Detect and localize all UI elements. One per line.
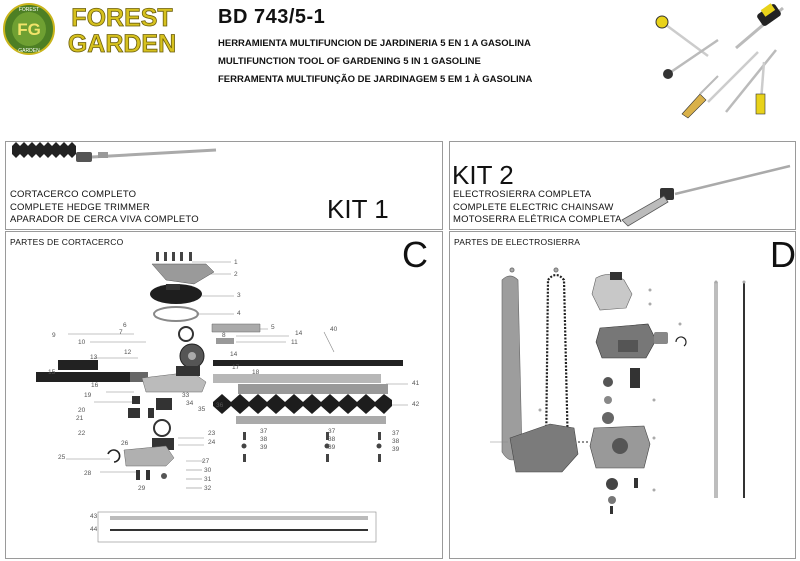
part-label: 22 bbox=[78, 430, 86, 437]
parts-c-title: PARTES DE CORTACERCO bbox=[10, 237, 124, 247]
part-label: 41 bbox=[412, 380, 420, 387]
part-label: 34 bbox=[186, 400, 194, 407]
product-attachments-image bbox=[648, 2, 798, 120]
part-label: 44 bbox=[90, 526, 98, 533]
logo-word-garden: GARDEN bbox=[68, 30, 176, 56]
part-label: 38 bbox=[260, 436, 268, 443]
parts-d-title: PARTES DE ELECTROSIERRA bbox=[454, 237, 581, 247]
part-label: 6 bbox=[123, 322, 127, 329]
part-label: 37 bbox=[392, 430, 400, 437]
parts-d-panel: PARTES DE ELECTROSIERRA D bbox=[449, 231, 796, 559]
title-es: HERRAMIENTA MULTIFUNCION DE JARDINERIA 5… bbox=[218, 38, 531, 49]
brand-logo: FG FOREST GARDEN FOREST GARDEN bbox=[2, 2, 198, 58]
kit2-label: KIT 2 bbox=[452, 160, 514, 190]
kit1-label: KIT 1 bbox=[327, 194, 389, 224]
kit2-name-es: ELECTROSIERRA COMPLETA bbox=[453, 189, 592, 200]
chainsaw-image bbox=[621, 164, 791, 227]
part-label: 32 bbox=[204, 485, 212, 492]
title-en: MULTIFUNCTION TOOL OF GARDENING 5 IN 1 G… bbox=[218, 56, 481, 67]
part-label: 33 bbox=[182, 392, 190, 399]
part-label: 17 bbox=[232, 364, 240, 371]
part-label: 20 bbox=[78, 407, 86, 414]
part-label: 18 bbox=[252, 369, 260, 376]
part-label: 13 bbox=[90, 354, 98, 361]
parts-c-number-labels: 1 2 3 4 5 6 7 8 9 10 11 12 13 14 14 15 1… bbox=[6, 232, 442, 558]
part-label: 15 bbox=[48, 369, 56, 376]
logo-ring-top: FOREST bbox=[19, 7, 39, 13]
kit1-name-es: CORTACERCO COMPLETO bbox=[10, 189, 137, 200]
title-pt: FERRAMENTA MULTIFUNÇÃO DE JARDINAGEM 5 E… bbox=[218, 74, 533, 85]
part-label: 31 bbox=[204, 476, 212, 483]
parts-c-letter: C bbox=[402, 234, 428, 275]
part-label: 21 bbox=[76, 415, 84, 422]
hedge-trimmer-image bbox=[12, 142, 217, 162]
part-label: 38 bbox=[392, 438, 400, 445]
part-label: 39 bbox=[260, 444, 268, 451]
part-label: 8 bbox=[222, 332, 226, 339]
part-label: 16 bbox=[91, 382, 99, 389]
part-label: 39 bbox=[328, 444, 336, 451]
kit2-name-en: COMPLETE ELECTRIC CHAINSAW bbox=[453, 201, 614, 213]
part-label: 14 bbox=[230, 351, 238, 358]
part-label: 10 bbox=[78, 339, 86, 346]
model-number: BD 743/5-1 bbox=[218, 6, 326, 28]
part-label: 25 bbox=[58, 454, 66, 461]
part-label: 11 bbox=[291, 339, 298, 346]
kit2-name-pt: MOTOSERRA ELÉTRICA COMPLETA bbox=[453, 214, 622, 225]
logo-ring-bottom: GARDEN bbox=[18, 48, 40, 54]
kit1-name-en: COMPLETE HEDGE TRIMMER bbox=[10, 201, 150, 213]
part-label: 14 bbox=[295, 330, 303, 337]
part-label: 30 bbox=[204, 467, 212, 474]
part-label: 4 bbox=[237, 310, 241, 317]
parts-c-panel: PARTES DE CORTACERCO C bbox=[5, 231, 443, 559]
part-label: 42 bbox=[412, 401, 420, 408]
hedge-trimmer-exploded-diagram bbox=[36, 252, 408, 543]
part-label: 23 bbox=[208, 430, 216, 437]
part-label: 26 bbox=[121, 440, 129, 447]
logo-word-forest: FOREST bbox=[71, 4, 172, 32]
part-label: 29 bbox=[138, 485, 146, 492]
part-label: 1 bbox=[234, 259, 238, 266]
part-label: 39 bbox=[392, 446, 400, 453]
kit1-name-pt: APARADOR DE CERCA VIVA COMPLETO bbox=[10, 214, 199, 225]
part-label: 24 bbox=[208, 439, 216, 446]
part-label: 7 bbox=[119, 329, 123, 336]
part-label: 12 bbox=[124, 349, 132, 356]
part-label: 5 bbox=[271, 324, 275, 331]
part-label: 40 bbox=[330, 326, 338, 333]
part-label: 37 bbox=[328, 428, 336, 435]
part-label: 36 bbox=[216, 402, 224, 409]
part-label: 28 bbox=[84, 470, 92, 477]
part-label: 3 bbox=[237, 292, 241, 299]
part-label: 38 bbox=[328, 436, 336, 443]
parts-d-letter: D bbox=[770, 234, 796, 275]
part-label: 2 bbox=[234, 271, 238, 278]
part-label: 9 bbox=[52, 332, 56, 339]
chainsaw-exploded-diagram bbox=[490, 267, 746, 514]
kit1-panel: CORTACERCO COMPLETO COMPLETE HEDGE TRIMM… bbox=[5, 141, 443, 230]
part-label: 37 bbox=[260, 428, 268, 435]
logo-monogram: FG bbox=[17, 20, 41, 39]
part-label: 35 bbox=[198, 406, 206, 413]
part-label: 43 bbox=[90, 513, 98, 520]
kit2-panel: KIT 2 ELECTROSIERRA COMPLETA COMPLETE EL… bbox=[449, 141, 796, 230]
part-label: 19 bbox=[84, 392, 92, 399]
part-label: 27 bbox=[202, 458, 210, 465]
